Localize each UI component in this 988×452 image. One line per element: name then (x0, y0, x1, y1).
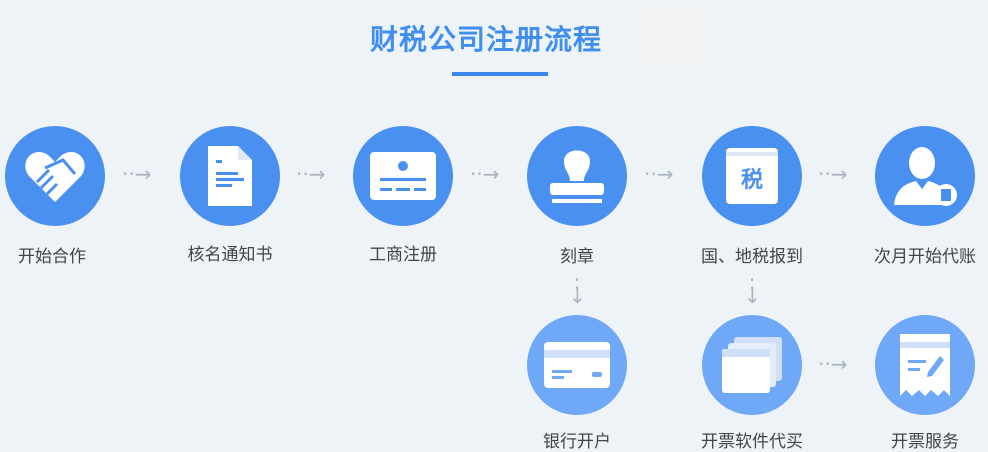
stamp-icon (544, 145, 610, 207)
step-business-registration[interactable] (353, 126, 453, 226)
step-label: 开始合作 (18, 247, 86, 267)
bank-card-icon (544, 342, 610, 388)
step-label: 工商注册 (369, 245, 437, 265)
arrow-down-icon: ··↓ (569, 268, 586, 308)
step-seal[interactable] (527, 126, 627, 226)
tax-icon-text: 税 (740, 168, 763, 193)
id-card-icon (370, 152, 436, 200)
arrow-right-icon: ··→ (296, 162, 326, 186)
handshake-heart-icon (23, 148, 87, 204)
arrow-down-icon: ··↓ (744, 268, 761, 308)
step-tax-registration[interactable]: 税 (702, 126, 802, 226)
arrow-right-icon: ··→ (818, 352, 848, 376)
step-name-notice[interactable] (180, 126, 280, 226)
arrow-right-icon: ··→ (644, 162, 674, 186)
arrow-right-icon: ··→ (470, 162, 500, 186)
substep-invoice-software[interactable] (702, 315, 802, 415)
step-bookkeeping[interactable] (875, 126, 975, 226)
substep-label: 银行开户 (543, 432, 611, 452)
accountant-icon (890, 143, 960, 209)
step-label: 核名通知书 (187, 245, 273, 265)
placeholder-box (640, 8, 704, 64)
substep-label: 开票服务 (891, 432, 959, 452)
step-label: 刻章 (560, 247, 594, 267)
page-title: 财税公司注册流程 (370, 23, 603, 56)
tax-icon: 税 (726, 148, 778, 204)
document-icon (206, 144, 254, 208)
step-label: 次月开始代账 (874, 247, 976, 267)
substep-bank-account[interactable] (527, 315, 627, 415)
step-start-cooperation[interactable] (5, 126, 105, 226)
title-underline (452, 72, 548, 76)
arrow-right-icon: ··→ (818, 162, 848, 186)
step-label: 国、地税报到 (701, 247, 803, 267)
invoice-icon (900, 334, 950, 396)
substep-label: 开票软件代买 (701, 432, 803, 452)
arrow-right-icon: ··→ (122, 162, 152, 186)
substep-invoice-service[interactable] (875, 315, 975, 415)
software-window-icon (722, 337, 782, 393)
